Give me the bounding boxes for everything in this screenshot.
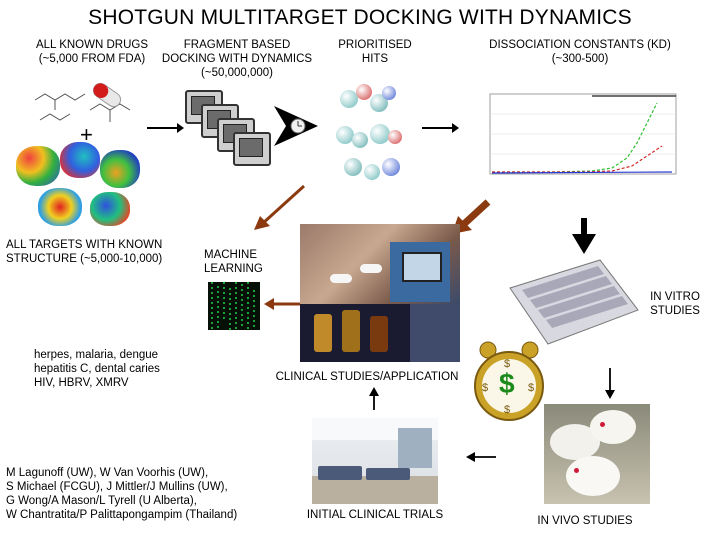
dissociation-plot-image bbox=[489, 93, 677, 175]
machine-learning-line1: MACHINE bbox=[204, 249, 258, 261]
arrow-docking-to-machine-learning bbox=[254, 184, 306, 230]
arrow-in-vivo-to-trials bbox=[466, 452, 496, 462]
clock-dollar-top: $ bbox=[504, 358, 511, 370]
prioritised-hits-line1: PRIORITISED bbox=[338, 39, 412, 51]
chevron-right-arrow-icon bbox=[274, 106, 318, 146]
dissociation-line1: DISSOCIATION CONSTANTS (KD) bbox=[489, 39, 671, 51]
arrow-to-dissociation bbox=[422, 123, 459, 133]
pill-capsule-icon bbox=[92, 82, 122, 108]
computer-cluster-image bbox=[185, 90, 275, 170]
clinical-collage-image bbox=[300, 224, 460, 362]
initial-trials-label: INITIAL CLINICAL TRIALS bbox=[306, 509, 444, 521]
page-title: SHOTGUN MULTITARGET DOCKING WITH DYNAMIC… bbox=[88, 6, 632, 29]
known-drugs-line2: (~5,000 FROM FDA) bbox=[38, 53, 146, 65]
arrow-to-docking bbox=[147, 123, 184, 133]
prioritised-hits-line2: HITS bbox=[361, 53, 389, 65]
diseases-line2: hepatitis C, dental caries bbox=[34, 363, 160, 375]
arrow-clinical-to-machine-learning bbox=[264, 298, 302, 310]
machine-learning-label: MACHINE LEARNING bbox=[204, 248, 294, 276]
hospital-ward-image bbox=[312, 418, 438, 504]
known-targets-label: ALL TARGETS WITH KNOWN STRUCTURE (~5,000… bbox=[6, 238, 196, 266]
in-vitro-label: IN VITRO STUDIES bbox=[640, 290, 710, 318]
fragment-docking-line2: DOCKING WITH DYNAMICS bbox=[161, 53, 313, 65]
arrow-to-in-vivo bbox=[605, 368, 615, 399]
diseases-line1: herpes, malaria, dengue bbox=[34, 349, 159, 361]
fragment-docking-line1: FRAGMENT BASED bbox=[183, 39, 291, 51]
in-vitro-line1: IN VITRO bbox=[650, 291, 700, 303]
in-vitro-line2: STUDIES bbox=[650, 305, 700, 317]
alarm-clock-icon: $ $ $ $ $ bbox=[472, 340, 546, 424]
machine-learning-line2: LEARNING bbox=[204, 263, 263, 275]
credits-list: M Lagunoff (UW), W Van Voorhis (UW), S M… bbox=[6, 466, 276, 522]
clinical-studies-label: CLINICAL STUDIES/APPLICATION bbox=[275, 371, 459, 383]
microtiter-plate-icon bbox=[500, 258, 640, 348]
dissociation-line2: (~300-500) bbox=[551, 53, 609, 65]
known-targets-line1: ALL TARGETS WITH KNOWN bbox=[6, 239, 163, 251]
prioritised-hits-image bbox=[330, 80, 420, 190]
prioritised-hits-label: PRIORITISED HITS bbox=[325, 38, 425, 66]
diseases-list: herpes, malaria, dengue hepatitis C, den… bbox=[34, 348, 234, 390]
credits-line3: G Wong/A Mason/L Tyrell (U Alberta), bbox=[6, 495, 197, 507]
known-drugs-line1: ALL KNOWN DRUGS bbox=[35, 39, 149, 51]
clock-dollar-center: $ bbox=[499, 368, 515, 399]
arrow-trials-to-clinical bbox=[369, 387, 379, 410]
credits-line4: W Chantratita/P Palittapongampim (Thaila… bbox=[6, 509, 238, 521]
clock-dollar-bottom: $ bbox=[504, 404, 511, 416]
dissociation-label: DISSOCIATION CONSTANTS (KD) (~300-500) bbox=[470, 38, 690, 66]
credits-line2: S Michael (FCGU), J Mittler/J Mullins (U… bbox=[6, 481, 228, 493]
diseases-line3: HIV, HBRV, XMRV bbox=[34, 377, 129, 389]
mice-image bbox=[544, 404, 650, 504]
drug-molecules-image bbox=[34, 82, 131, 122]
computer-monitor-icon bbox=[233, 132, 271, 166]
matrix-code-icon bbox=[208, 282, 260, 330]
protein-targets-image bbox=[10, 140, 150, 230]
clock-dollar-left: $ bbox=[482, 382, 489, 394]
in-vivo-label: IN VIVO STUDIES bbox=[537, 515, 633, 527]
fragment-docking-label: FRAGMENT BASED DOCKING WITH DYNAMICS (~5… bbox=[152, 38, 322, 80]
known-targets-line2: STRUCTURE (~5,000-10,000) bbox=[6, 253, 163, 265]
fragment-docking-line3: (~50,000,000) bbox=[201, 67, 273, 79]
clock-dollar-right: $ bbox=[528, 382, 535, 394]
arrow-to-in-vitro bbox=[572, 218, 596, 254]
credits-line1: M Lagunoff (UW), W Van Voorhis (UW), bbox=[6, 467, 209, 479]
known-drugs-label: ALL KNOWN DRUGS (~5,000 FROM FDA) bbox=[22, 38, 162, 66]
plus-sign: + bbox=[80, 122, 93, 147]
